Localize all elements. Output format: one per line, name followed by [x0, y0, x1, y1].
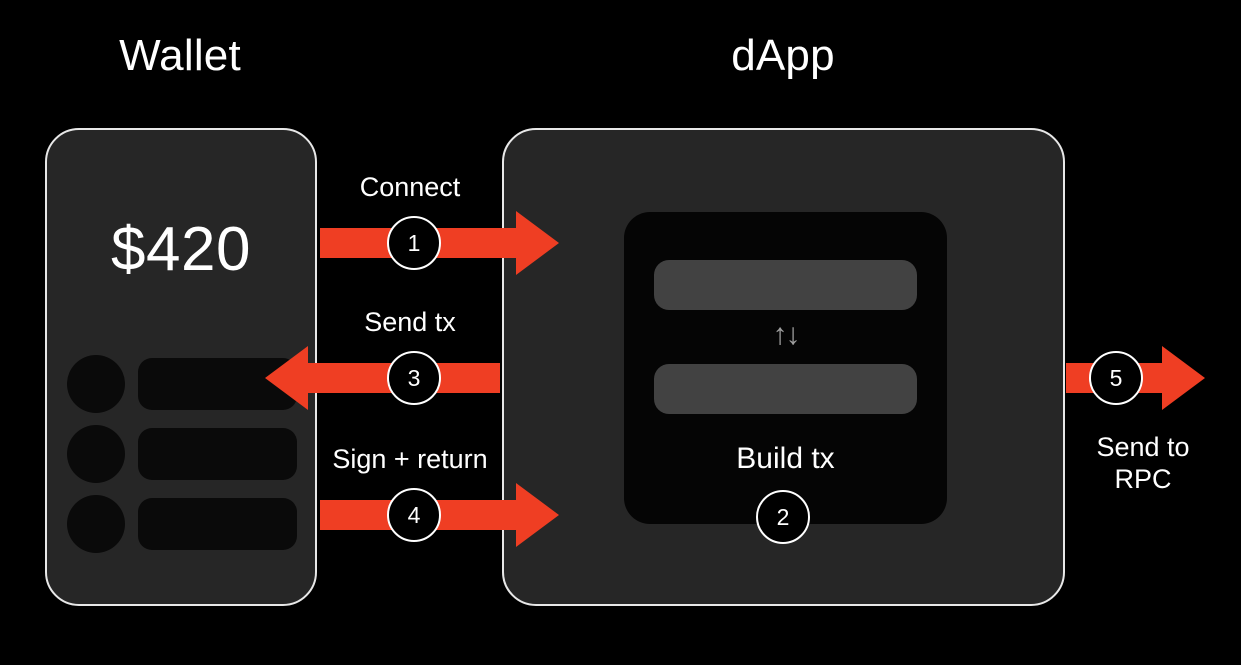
- avatar: [67, 495, 125, 553]
- list-item-placeholder-bar: [138, 498, 297, 550]
- step-badge-3[interactable]: 3: [387, 351, 441, 405]
- wallet-asset-list: [67, 355, 297, 553]
- swap-from-field[interactable]: [654, 260, 917, 310]
- arrow-label-connect: Connect: [359, 172, 461, 202]
- arrow-label-send-to-rpc-line1: Send to: [1096, 432, 1190, 462]
- arrow-3-send-tx: [265, 346, 500, 410]
- swap-to-field[interactable]: [654, 364, 917, 414]
- list-item-placeholder-bar: [138, 428, 297, 480]
- arrow-label-send-tx: Send tx: [364, 307, 456, 337]
- wallet-card: $420: [45, 128, 317, 606]
- avatar: [67, 425, 125, 483]
- list-item[interactable]: [67, 355, 297, 413]
- swap-arrows-icon[interactable]: ↑↓: [772, 318, 801, 351]
- avatar: [67, 355, 125, 413]
- step-badge-4[interactable]: 4: [387, 488, 441, 542]
- wallet-balance-amount: $420: [111, 215, 251, 284]
- arrow-label-send-to-rpc-line2: RPC: [1114, 464, 1172, 494]
- list-item-placeholder-bar: [138, 358, 297, 410]
- list-item[interactable]: [67, 495, 297, 553]
- dapp-column-title: dApp: [731, 31, 835, 80]
- swap-widget-card: ↑↓ Build tx: [624, 212, 947, 524]
- arrow-label-sign-return: Sign + return: [332, 444, 488, 474]
- step-badge-1[interactable]: 1: [387, 216, 441, 270]
- build-tx-label: Build tx: [736, 442, 835, 475]
- wallet-column-title: Wallet: [119, 31, 241, 80]
- step-badge-2[interactable]: 2: [756, 490, 810, 544]
- step-badge-5[interactable]: 5: [1089, 351, 1143, 405]
- list-item[interactable]: [67, 425, 297, 483]
